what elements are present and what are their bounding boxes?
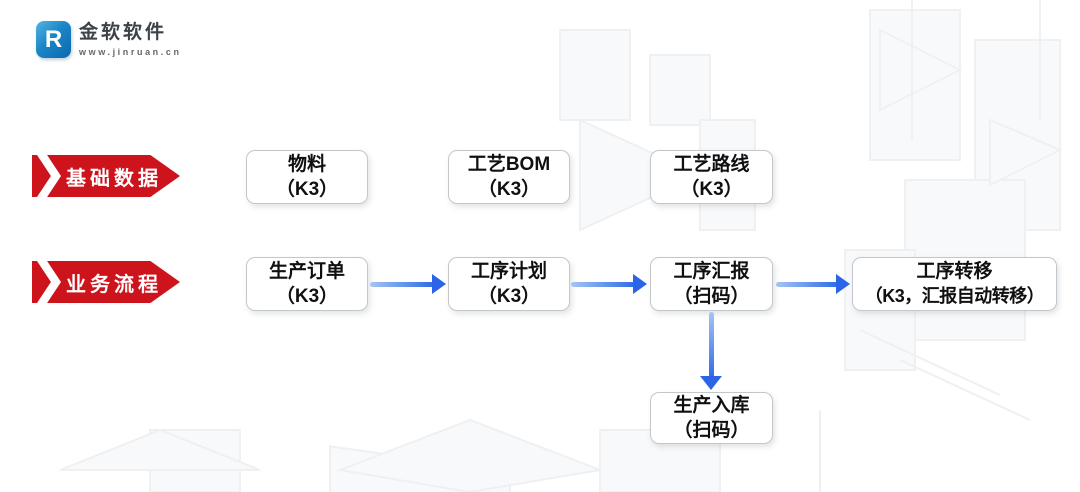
arrow-shaft [708, 312, 714, 378]
arrow-head-icon [633, 274, 647, 294]
node-title: 工序汇报 [673, 261, 750, 282]
node-process-bom: 工艺BOM （K3） [448, 150, 570, 204]
logo: R 金软软件 www.jinruan.cn [36, 21, 182, 58]
lane-label: 业务流程 [66, 273, 162, 296]
banner-chevron-notch [37, 155, 61, 197]
node-subtitle: （K3，汇报自动转移） [864, 286, 1045, 306]
logo-company-name: 金软软件 [79, 22, 168, 43]
node-subtitle: （K3） [477, 286, 541, 307]
node-subtitle: （扫码） [673, 286, 750, 307]
node-title: 工序转移 [916, 261, 993, 282]
arrow-head-icon [836, 274, 850, 294]
node-title: 工艺路线 [673, 154, 750, 175]
flow-arrow-report-to-transfer [776, 274, 850, 294]
node-title: 生产订单 [268, 261, 345, 282]
arrow-head-icon [700, 376, 722, 390]
node-operation-transfer: 工序转移 （K3，汇报自动转移） [852, 257, 1057, 311]
arrow-head-icon [432, 274, 446, 294]
node-material: 物料 （K3） [246, 150, 368, 204]
node-subtitle: （K3） [477, 179, 541, 200]
node-subtitle: （扫码） [673, 420, 750, 441]
lane-banner-basic-data: 基础数据 [32, 155, 180, 197]
flow-arrow-report-to-inbound [700, 312, 722, 390]
logo-icon: R [36, 21, 71, 58]
logo-text: 金软软件 www.jinruan.cn [79, 21, 182, 57]
node-subtitle: （K3） [275, 179, 339, 200]
node-operation-plan: 工序计划 （K3） [448, 257, 570, 311]
lane-label: 基础数据 [66, 167, 162, 190]
node-subtitle: （K3） [680, 179, 743, 200]
flow-arrow-order-to-plan [370, 274, 446, 294]
node-title: 物料 [287, 154, 326, 175]
node-title: 工艺BOM [467, 154, 551, 175]
flow-arrow-plan-to-report [571, 274, 647, 294]
node-title: 工序计划 [470, 261, 547, 282]
node-production-inbound: 生产入库 （扫码） [650, 392, 773, 444]
node-process-route: 工艺路线 （K3） [650, 150, 773, 204]
arrow-shaft [776, 282, 838, 287]
arrow-shaft [571, 282, 635, 287]
lane-banner-business-process: 业务流程 [32, 261, 180, 303]
node-operation-report: 工序汇报 （扫码） [650, 257, 773, 311]
logo-website: www.jinruan.cn [79, 47, 182, 57]
banner-chevron-notch [37, 261, 61, 303]
node-subtitle: （K3） [275, 286, 339, 307]
node-title: 生产入库 [673, 395, 750, 416]
node-production-order: 生产订单 （K3） [246, 257, 368, 311]
arrow-shaft [370, 282, 434, 287]
